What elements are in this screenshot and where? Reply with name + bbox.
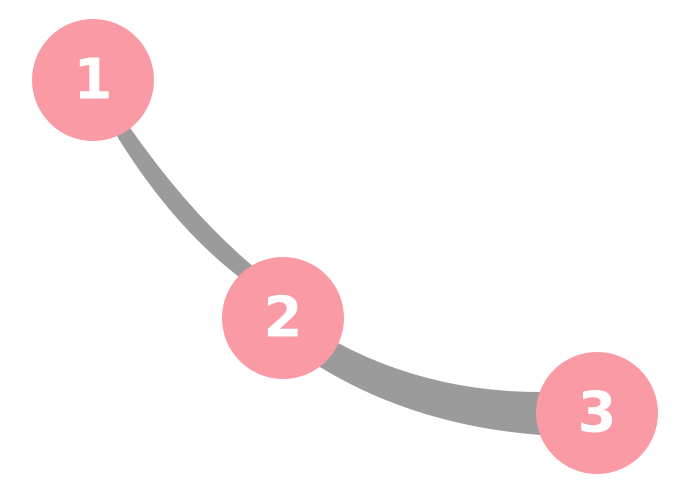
- node-1[interactable]: 1: [32, 19, 154, 141]
- node-1-label: 1: [74, 48, 113, 113]
- node-3-circle: [536, 352, 658, 474]
- node-1-circle: [32, 19, 154, 141]
- node-2-circle: [222, 257, 344, 379]
- edges-layer: [112, 122, 540, 435]
- edge-1-2: [112, 122, 255, 280]
- node-3-label: 3: [578, 381, 617, 446]
- nodes-layer: 1 2 3: [32, 19, 658, 474]
- node-2[interactable]: 2: [222, 257, 344, 379]
- node-2-label: 2: [264, 286, 303, 351]
- node-3[interactable]: 3: [536, 352, 658, 474]
- edge-2-3: [312, 334, 540, 435]
